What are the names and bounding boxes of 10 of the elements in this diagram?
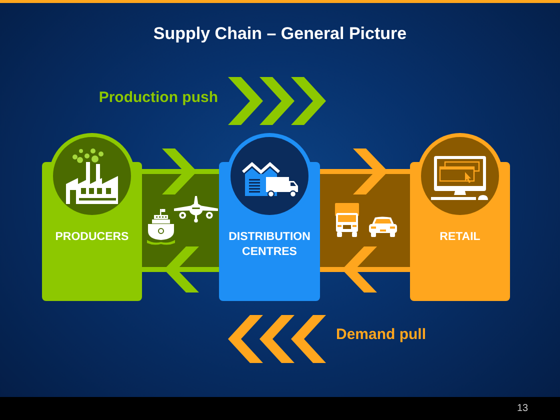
slide-title: Supply Chain – General Picture <box>153 23 407 45</box>
flow-label: Production push <box>98 88 218 108</box>
stage-card <box>219 133 320 301</box>
stage-card <box>410 133 510 301</box>
stage-label: DISTRIBUTION CENTRES <box>228 230 312 260</box>
page-number: 13 <box>517 402 528 416</box>
stage-label: RETAIL <box>440 230 480 245</box>
stage-label: PRODUCERS <box>55 230 129 245</box>
flow-label: Demand pull <box>336 325 426 345</box>
stage-card <box>42 133 142 301</box>
